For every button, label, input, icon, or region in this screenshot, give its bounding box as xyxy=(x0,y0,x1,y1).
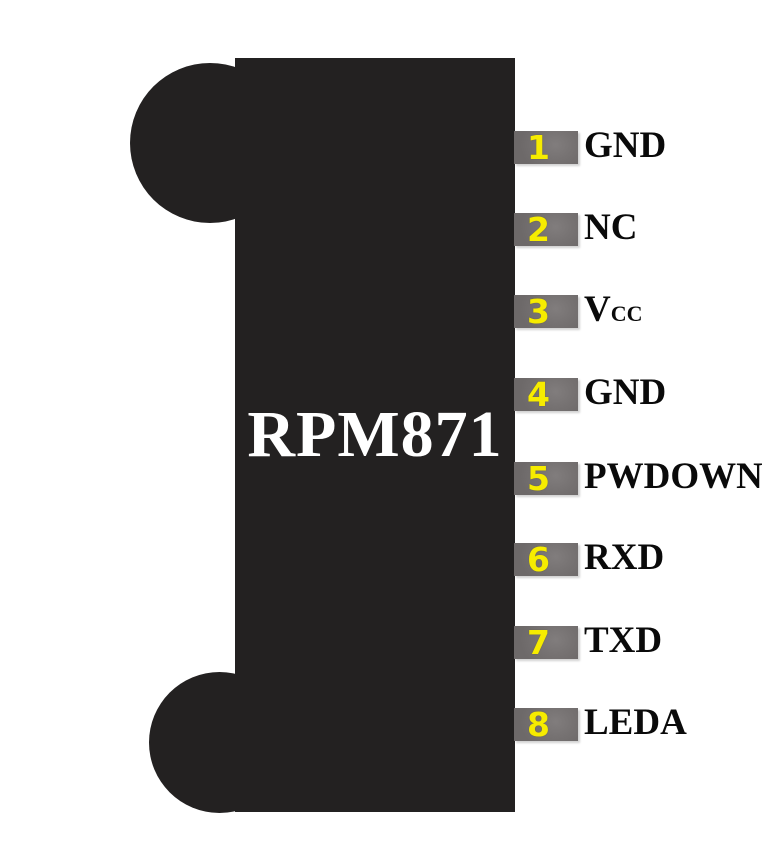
pin-label-2: NC xyxy=(584,209,637,248)
pin-row-7: 7 TXD xyxy=(514,622,662,661)
pin-number-4: 4 xyxy=(527,375,550,414)
pin-row-6: 6 RXD xyxy=(514,539,664,578)
pin-label-2-text: NC xyxy=(584,207,638,248)
pin-number-3: 3 xyxy=(527,292,550,331)
pin-label-4: GND xyxy=(584,374,666,413)
pin-pad-8: 8 xyxy=(514,708,578,741)
pin-row-2: 2 NC xyxy=(514,209,637,248)
pin-label-3-subscript: CC xyxy=(610,301,643,326)
pin-pad-1: 1 xyxy=(514,131,578,164)
pin-pad-3: 3 xyxy=(514,295,578,328)
pin-pad-4: 4 xyxy=(514,378,578,411)
pin-number-5: 5 xyxy=(527,459,550,498)
chip-body xyxy=(235,58,515,812)
pin-number-7: 7 xyxy=(527,623,550,662)
pin-label-5: PWDOWN xyxy=(584,458,762,497)
pin-label-6: RXD xyxy=(584,539,664,578)
pin-pad-2: 2 xyxy=(514,213,578,246)
pin-label-3-text: V xyxy=(584,289,611,330)
pin-label-1-text: GND xyxy=(584,125,667,166)
pin-label-5-text: PWDOWN xyxy=(584,456,762,497)
pin-pad-5: 5 xyxy=(514,462,578,495)
pin-pad-6: 6 xyxy=(514,543,578,576)
pin-row-3: 3 VCC xyxy=(514,291,643,330)
pin-pad-7: 7 xyxy=(514,626,578,659)
pin-label-3: VCC xyxy=(584,291,643,330)
pin-label-7: TXD xyxy=(584,622,662,661)
pin-label-6-text: RXD xyxy=(584,537,665,578)
pin-label-8: LEDA xyxy=(584,704,687,743)
pin-row-5: 5 PWDOWN xyxy=(514,458,762,497)
pin-row-8: 8 LEDA xyxy=(514,704,687,743)
pin-number-2: 2 xyxy=(527,210,550,249)
pin-label-4-text: GND xyxy=(584,372,667,413)
pin-number-1: 1 xyxy=(527,128,550,167)
pin-label-8-text: LEDA xyxy=(584,702,687,743)
pin-number-8: 8 xyxy=(527,705,550,744)
pin-label-7-text: TXD xyxy=(584,620,663,661)
pin-label-1: GND xyxy=(584,127,666,166)
chip-name-label: RPM871 xyxy=(247,398,503,471)
pin-row-4: 4 GND xyxy=(514,374,666,413)
pin-row-1: 1 GND xyxy=(514,127,666,166)
pin-number-6: 6 xyxy=(527,540,550,579)
